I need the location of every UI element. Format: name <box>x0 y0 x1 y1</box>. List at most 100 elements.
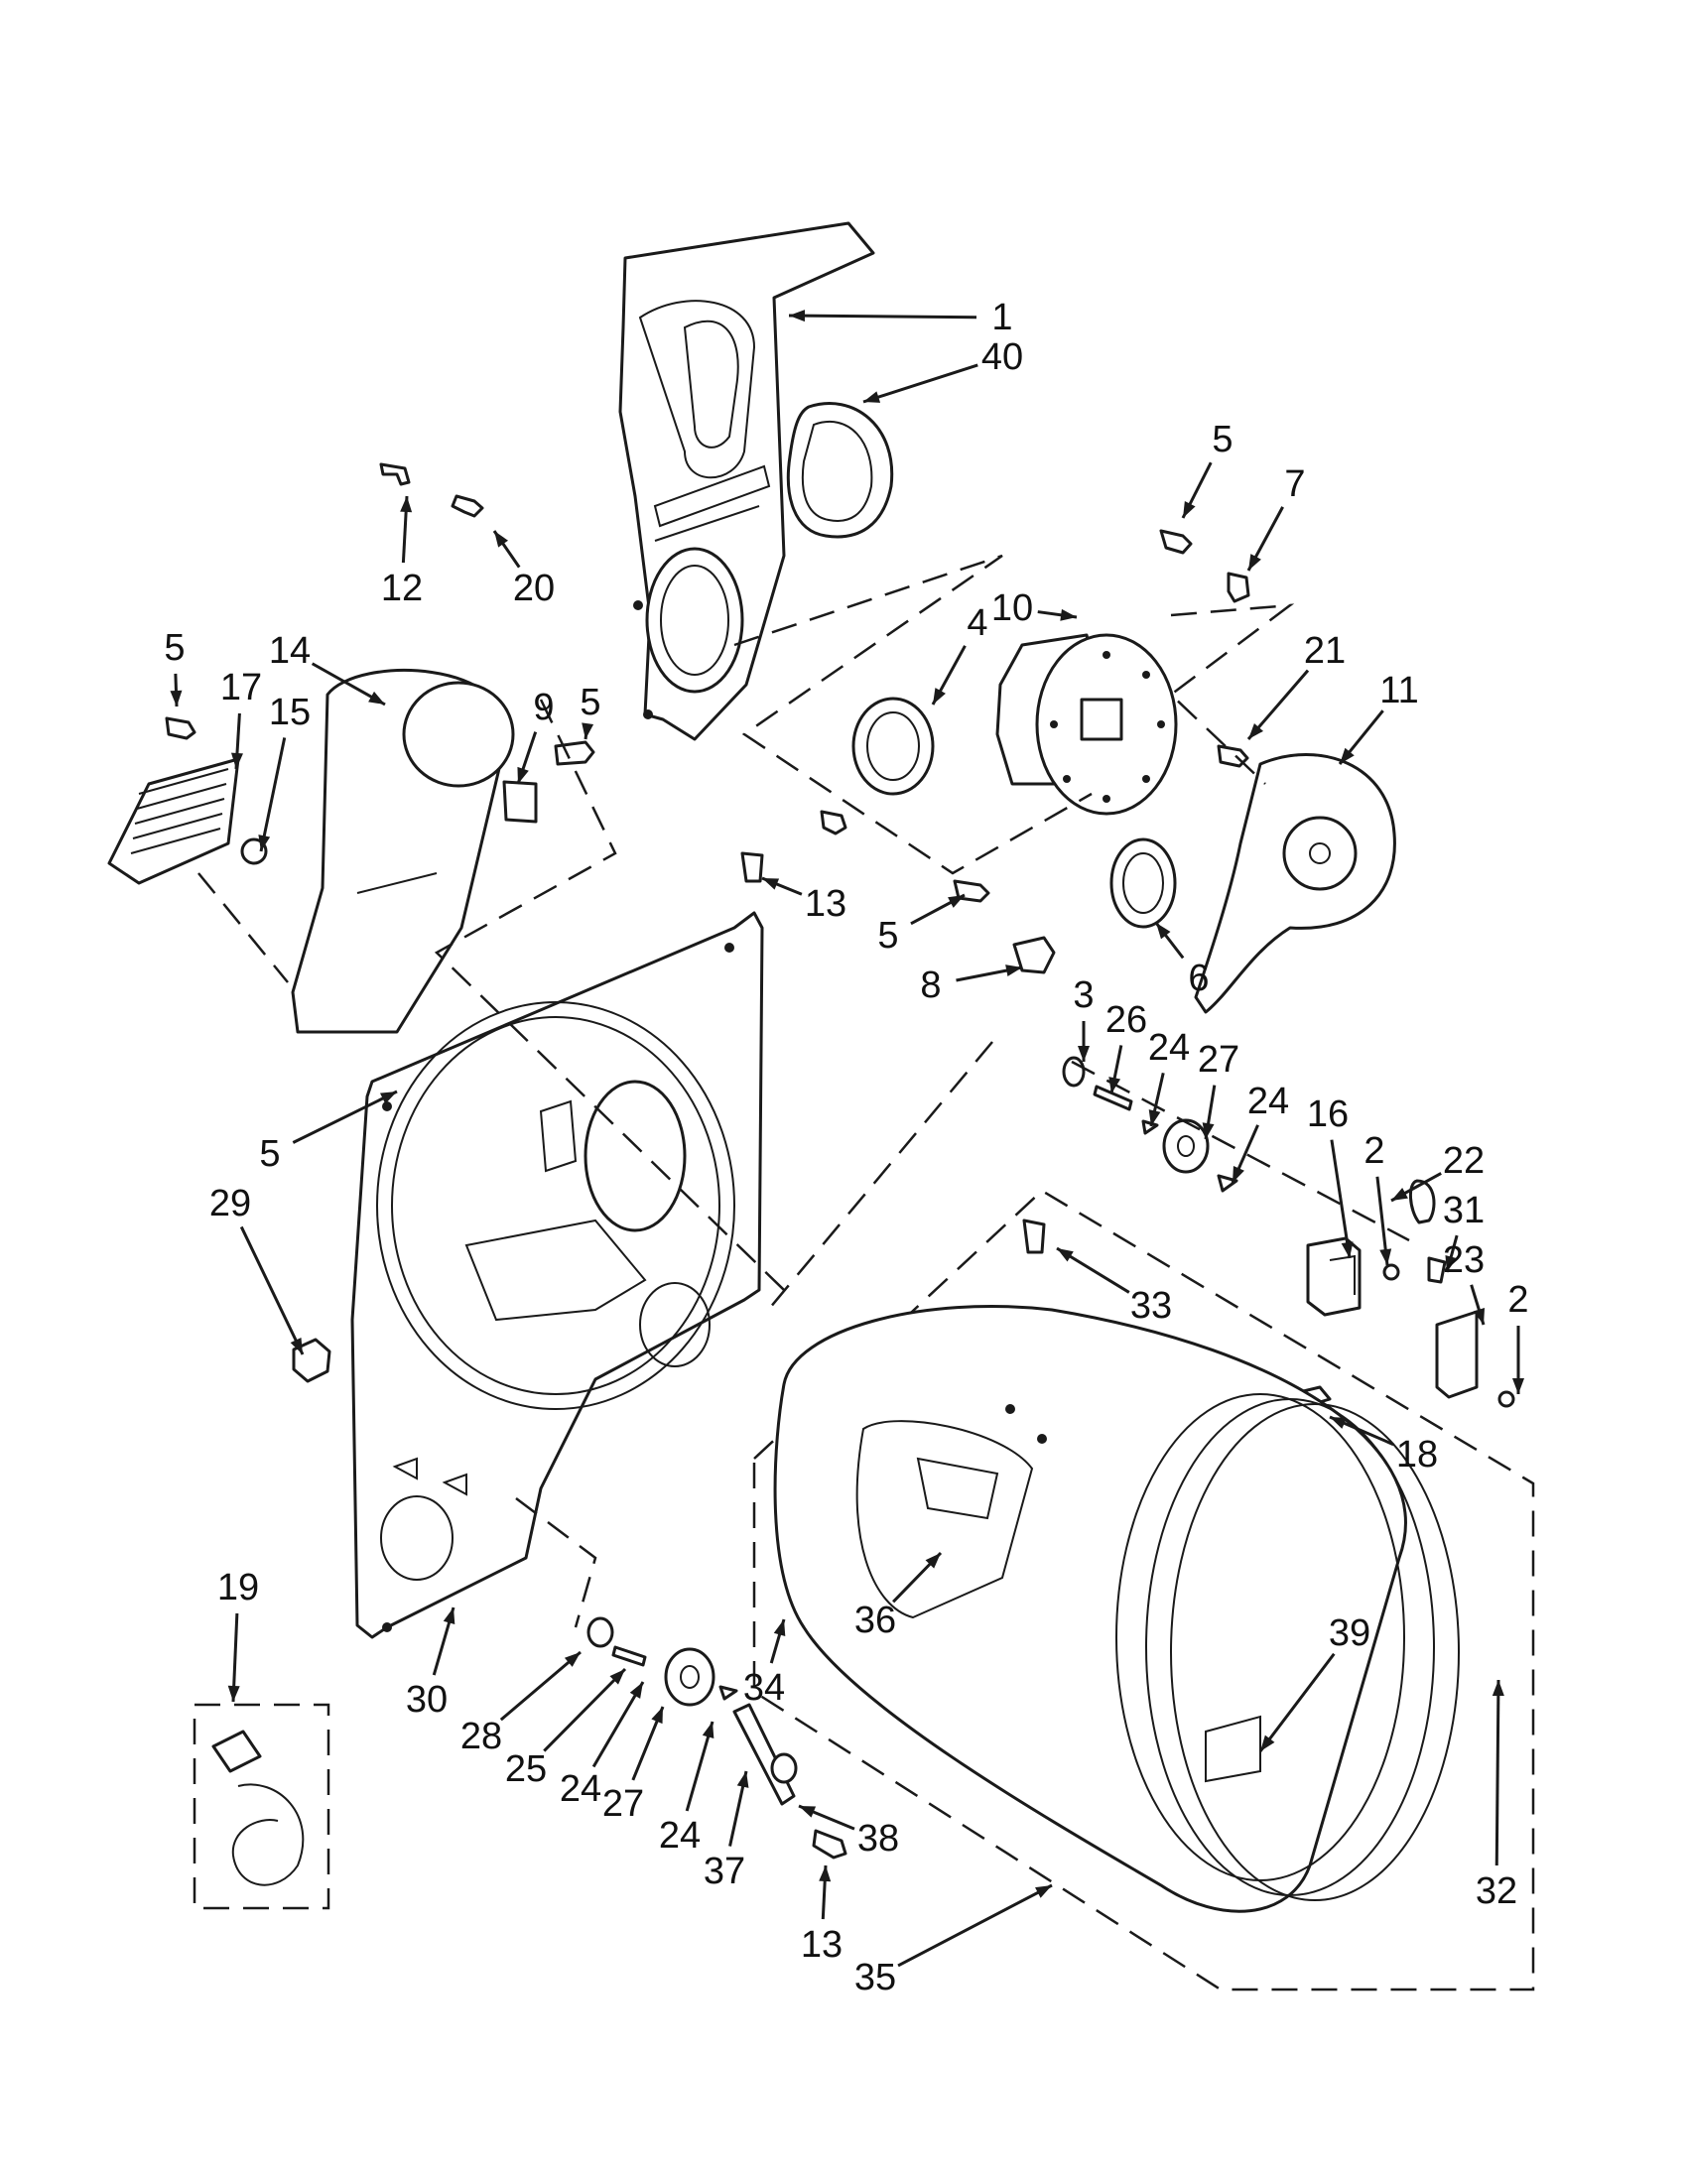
arrowhead-c11 <box>1340 747 1355 764</box>
callout-15: 15 <box>269 692 311 733</box>
part-roller-27-b <box>664 1647 715 1707</box>
arrowhead-c12 <box>400 496 413 513</box>
arrowhead-c4 <box>933 688 946 705</box>
arrowhead-c8 <box>1005 964 1022 976</box>
part-screw-20 <box>451 494 484 518</box>
part-washer-28 <box>586 1616 614 1648</box>
callout-9: 9 <box>533 687 554 728</box>
arrowhead-c27b <box>651 1707 663 1725</box>
callout-5: 5 <box>877 915 898 957</box>
callout-30: 30 <box>406 1679 448 1721</box>
part-switch-16 <box>1306 1236 1362 1317</box>
arrowhead-c30 <box>443 1607 455 1625</box>
callout-25: 25 <box>505 1748 547 1790</box>
callout-22: 22 <box>1443 1140 1485 1182</box>
arrowhead-c1 <box>789 310 806 322</box>
arrowhead-c25 <box>609 1669 625 1685</box>
part-ring-4 <box>851 697 935 796</box>
arrowhead-c5b <box>170 690 183 707</box>
part-clip-12 <box>379 462 411 486</box>
part-bearing-6 <box>1109 837 1177 929</box>
arrowhead-c24d <box>702 1722 714 1739</box>
arrowhead-c13b <box>819 1865 832 1882</box>
arrowhead-c2b <box>1512 1378 1524 1394</box>
callout-34: 34 <box>743 1667 785 1709</box>
part-screw-5-left <box>165 716 196 740</box>
arrowhead-c5c <box>582 722 594 739</box>
arrowhead-c24a <box>1148 1109 1161 1126</box>
callout-27: 27 <box>1198 1039 1239 1081</box>
leader-c5e <box>292 1090 398 1144</box>
part-clip-24-b <box>1217 1174 1238 1193</box>
callout-26: 26 <box>1105 999 1147 1041</box>
callout-19: 19 <box>217 1567 259 1608</box>
leader-c35 <box>897 1883 1053 1968</box>
callout-3: 3 <box>1073 974 1094 1016</box>
leader-c28 <box>499 1650 582 1722</box>
arrowhead-c20 <box>494 531 509 548</box>
part-screw-5-upper <box>1159 529 1193 555</box>
callout-8: 8 <box>920 964 941 1006</box>
arrowhead-c18 <box>1330 1417 1348 1429</box>
part-rear-duct <box>618 221 875 741</box>
arrowhead-c34 <box>773 1619 786 1637</box>
callout-28: 28 <box>460 1716 502 1757</box>
arrowhead-c22 <box>1391 1188 1408 1201</box>
part-heater-duct <box>291 669 515 1034</box>
part-clip-24-c <box>718 1685 738 1701</box>
arrowhead-c9 <box>517 766 529 784</box>
part-bracket-23 <box>1435 1310 1479 1399</box>
callout-2: 2 <box>1363 1130 1384 1172</box>
callout-5: 5 <box>164 627 185 669</box>
arrowhead-c19 <box>227 1685 240 1702</box>
arrowhead-c5e <box>379 1092 397 1104</box>
part-duct-seal <box>786 402 894 539</box>
arrowhead-c3 <box>1078 1046 1090 1062</box>
arrowhead-c31 <box>1445 1254 1458 1272</box>
leader-c16 <box>1330 1139 1352 1259</box>
callout-40: 40 <box>981 336 1023 378</box>
callout-14: 14 <box>269 630 311 672</box>
part-roller-27-a <box>1162 1118 1210 1174</box>
callout-5: 5 <box>580 682 600 723</box>
part-socket-31 <box>1427 1256 1447 1284</box>
arrowhead-c40 <box>863 391 881 403</box>
part-screw-33 <box>1022 1219 1046 1254</box>
arrowhead-c2a <box>1379 1248 1392 1265</box>
leader-c29 <box>239 1225 305 1355</box>
assembly-guide-lines <box>197 554 1410 1628</box>
callout-13: 13 <box>801 1924 843 1966</box>
arrowhead-c6 <box>1156 923 1171 940</box>
arrowhead-c16 <box>1341 1241 1354 1258</box>
arrowhead-c26 <box>1108 1077 1121 1093</box>
callout-10: 10 <box>991 587 1033 629</box>
arrowhead-c17 <box>230 752 243 769</box>
part-kit-19 <box>193 1703 330 1910</box>
callout-23: 23 <box>1443 1239 1485 1281</box>
callout-11: 11 <box>1379 670 1418 711</box>
arrowhead-c39 <box>1260 1734 1275 1751</box>
part-drum <box>752 1189 1535 1991</box>
leader-c24c <box>591 1681 645 1768</box>
leader-c39 <box>1258 1652 1336 1752</box>
callout-13: 13 <box>805 883 846 925</box>
callout-27: 27 <box>602 1783 644 1825</box>
callout-31: 31 <box>1443 1190 1485 1231</box>
callout-4: 4 <box>967 602 987 644</box>
arrowhead-c14 <box>368 691 385 705</box>
callout-24: 24 <box>1148 1027 1190 1069</box>
callout-17: 17 <box>220 667 262 708</box>
leader-c25 <box>543 1667 627 1752</box>
arrowhead-c24b <box>1233 1165 1244 1183</box>
part-screw-2-a <box>1382 1263 1400 1281</box>
arrowhead-c7 <box>1248 554 1261 571</box>
callout-36: 36 <box>854 1600 896 1641</box>
part-screw-13-upper <box>740 851 764 883</box>
callout-24: 24 <box>1247 1081 1289 1122</box>
arrowhead-c28 <box>564 1652 581 1667</box>
callout-18: 18 <box>1396 1434 1438 1476</box>
callout-6: 6 <box>1188 958 1209 999</box>
callout-35: 35 <box>854 1957 896 1998</box>
part-axle-26 <box>1093 1085 1133 1111</box>
